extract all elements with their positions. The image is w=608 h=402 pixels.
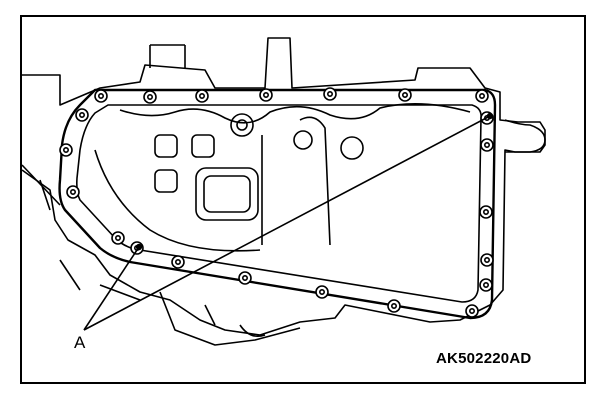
bolt (59, 143, 73, 157)
bolt (111, 231, 125, 245)
oil-pan-inner (76, 104, 482, 303)
callout-label: A (74, 333, 86, 352)
bolt (398, 88, 412, 102)
bolt (479, 205, 493, 219)
bolt (480, 253, 494, 267)
boss-2 (191, 134, 215, 158)
pan-sump-contour (94, 103, 471, 252)
oil-pan-outer (58, 88, 497, 320)
pan-rib (261, 116, 331, 246)
bolt (475, 89, 489, 103)
bolt (323, 87, 337, 101)
drain-plug (230, 113, 254, 137)
bolt (387, 299, 401, 313)
bolt (480, 138, 494, 152)
bolt (94, 89, 108, 103)
sump-recess (195, 167, 259, 221)
block-edge-lines (21, 164, 141, 301)
point-a-2 (486, 112, 494, 120)
bolt (66, 185, 80, 199)
boss-3 (154, 169, 178, 193)
bolt (259, 88, 273, 102)
dipstick-tube (149, 44, 186, 68)
flange-bolts (59, 87, 494, 318)
leader-line-2 (83, 115, 491, 331)
figure-code: AK502220AD (436, 350, 532, 367)
bolt (465, 304, 479, 318)
bolt (195, 89, 209, 103)
bolt (315, 285, 329, 299)
figure-frame (20, 15, 586, 384)
leader-line-1 (83, 246, 140, 331)
filter-boss (504, 119, 546, 153)
bolt (75, 108, 89, 122)
bolt (238, 271, 252, 285)
boss-1 (154, 134, 178, 158)
callout-leaders (83, 112, 494, 331)
bolt (479, 278, 493, 292)
engine-block-outline (21, 37, 546, 336)
bolt (171, 255, 185, 269)
bolt (143, 90, 157, 104)
point-a-1 (135, 243, 143, 251)
lower-casting (159, 291, 301, 346)
